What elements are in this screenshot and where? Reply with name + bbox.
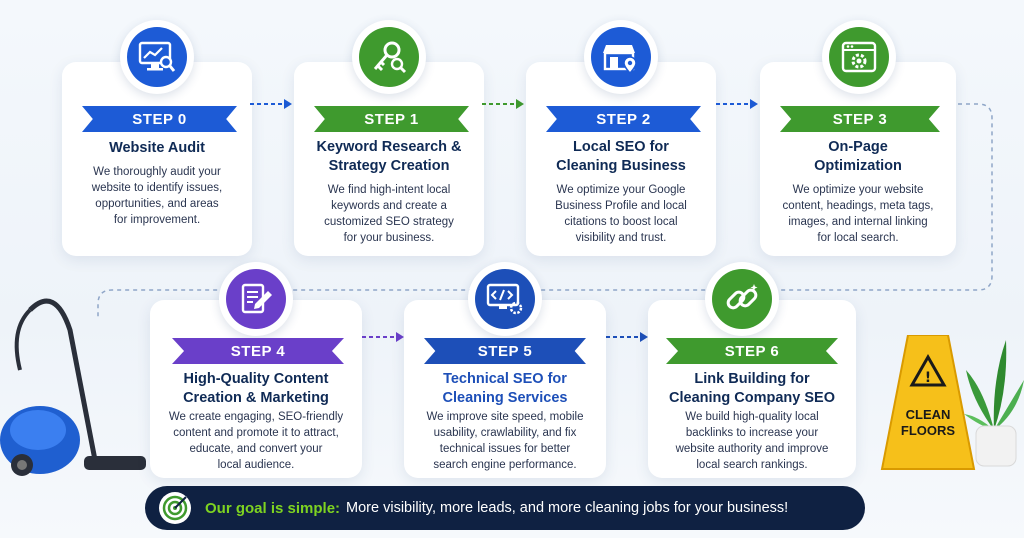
step-2-title: Local SEO for Cleaning Business xyxy=(556,139,686,174)
step-5-description: We improve site speed, mobile usability,… xyxy=(426,411,584,471)
step-2-ribbon: STEP 2 xyxy=(546,106,701,132)
code-monitor-icon xyxy=(486,283,523,315)
monitor-chart-icon xyxy=(138,41,176,72)
flow-arrow-icon xyxy=(606,332,648,342)
wet-floor-sign-icon: ! CLEAN FLOORS xyxy=(880,335,976,470)
step-4-badge xyxy=(219,262,293,336)
sign-line-1: CLEAN xyxy=(906,407,951,422)
goal-banner: Our goal is simple: More visibility, mor… xyxy=(145,486,865,530)
step-2-badge xyxy=(584,20,658,94)
step-0-badge xyxy=(120,20,194,94)
step-4-description: We create engaging, SEO-friendly content… xyxy=(168,411,344,471)
step-3-ribbon: STEP 3 xyxy=(780,106,940,132)
goal-lead: Our goal is simple: xyxy=(205,499,341,517)
document-pencil-icon xyxy=(241,283,272,314)
svg-text:!: ! xyxy=(925,370,931,386)
flow-arrow-icon xyxy=(482,99,524,109)
flow-arrow-icon xyxy=(362,332,404,342)
step-3-badge xyxy=(822,20,896,94)
sign-line-2: FLOORS xyxy=(901,423,955,438)
step-5-title: Technical SEO for Cleaning Services xyxy=(442,371,568,406)
step-1-badge xyxy=(352,20,426,94)
plant-icon xyxy=(964,340,1024,467)
key-search-icon xyxy=(373,41,407,74)
step-6-description: We build high-quality local backlinks to… xyxy=(675,411,829,471)
target-icon xyxy=(159,492,191,524)
step-card-0 xyxy=(62,62,252,256)
step-4-title: High-Quality Content Creation & Marketin… xyxy=(183,371,329,406)
chain-link-icon xyxy=(726,284,758,310)
step-0-description: We thoroughly audit your website to iden… xyxy=(91,166,223,226)
step-card-3 xyxy=(760,62,956,256)
step-0-ribbon: STEP 0 xyxy=(82,106,237,132)
step-2-description: We optimize your Google Business Profile… xyxy=(555,184,687,244)
step-6-title: Link Building for Cleaning Company SEO xyxy=(669,371,835,406)
step-5-badge xyxy=(468,262,542,336)
storefront-pin-icon xyxy=(603,45,637,75)
webpage-gear-icon xyxy=(841,41,877,73)
step-3-title: On-Page Optimization xyxy=(814,139,902,174)
step-card-1 xyxy=(294,62,484,256)
flow-arrow-icon xyxy=(716,99,758,109)
vacuum-cleaner-icon xyxy=(0,298,146,476)
step-6-ribbon: STEP 6 xyxy=(666,338,838,364)
step-4-ribbon: STEP 4 xyxy=(172,338,344,364)
flow-arrow-icon xyxy=(250,99,292,109)
step-card-2 xyxy=(526,62,716,256)
step-1-title: Keyword Research & Strategy Creation xyxy=(316,139,462,174)
step-6-badge xyxy=(705,262,779,336)
step-1-description: We find high-intent local keywords and c… xyxy=(324,184,454,244)
step-5-ribbon: STEP 5 xyxy=(424,338,586,364)
goal-text: More visibility, more leads, and more cl… xyxy=(346,500,789,516)
step-0-title: Website Audit xyxy=(109,140,205,156)
step-3-description: We optimize your website content, headin… xyxy=(782,184,934,244)
step-1-ribbon: STEP 1 xyxy=(314,106,469,132)
